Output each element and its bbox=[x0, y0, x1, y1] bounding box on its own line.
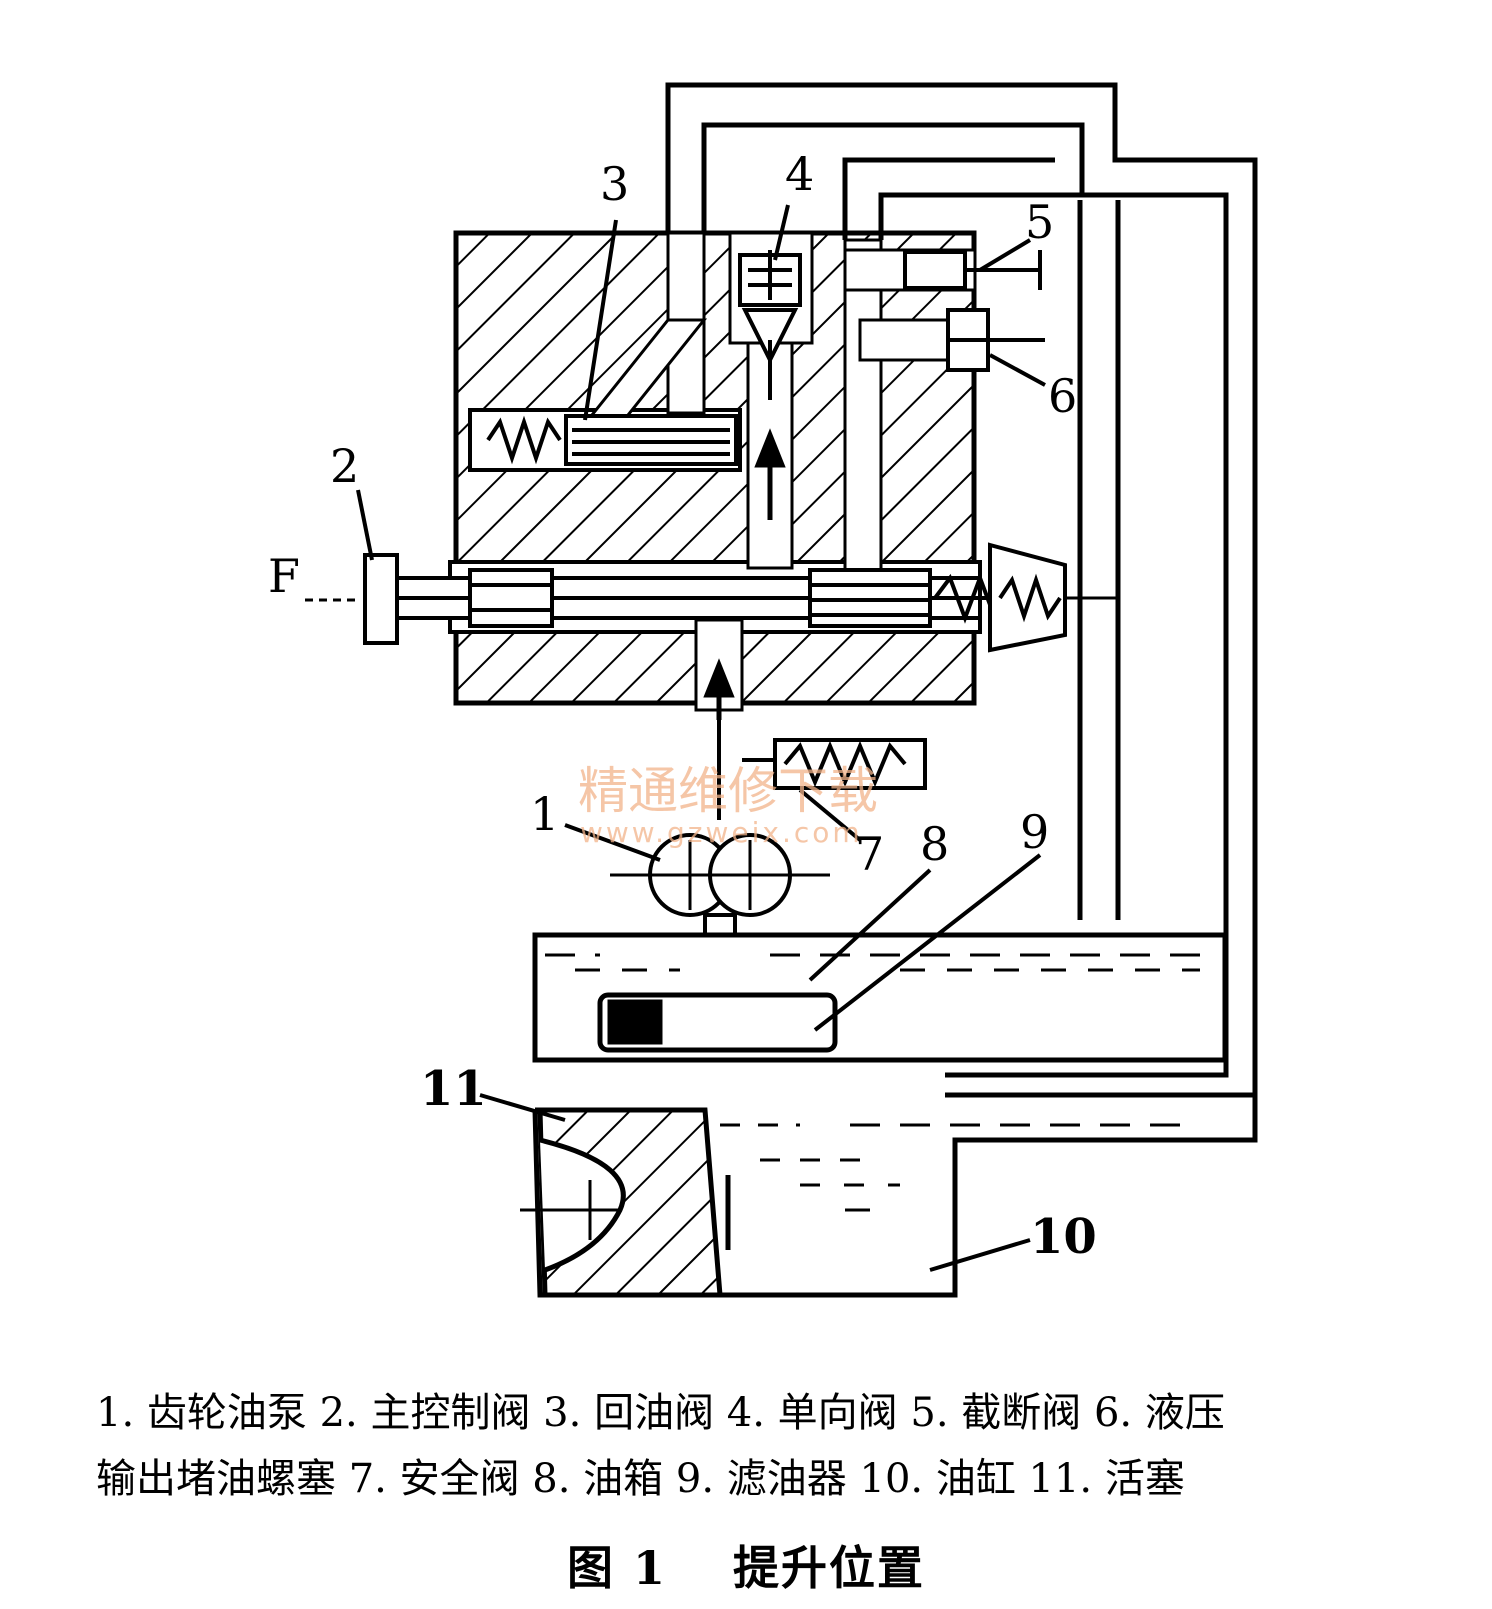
main-valve-handle bbox=[363, 553, 399, 645]
callout-3: 3 bbox=[600, 157, 629, 211]
figure-title: 图 1 提升位置 bbox=[566, 1541, 926, 1595]
figure-caption: 1. 齿轮油泵 2. 主控制阀 3. 回油阀 4. 单向阀 5. 截断阀 6. … bbox=[96, 1380, 1466, 1512]
callout-11: 11 bbox=[420, 1061, 487, 1117]
callout-9: 9 bbox=[1020, 805, 1049, 859]
watermark: 精通维修下载 www.gzweix.com bbox=[578, 762, 878, 849]
callout-8: 8 bbox=[920, 817, 949, 871]
hydraulic-diagram: 1 2 3 4 5 6 7 8 9 10 11 F 精通维修下载 www.gzw… bbox=[268, 82, 1258, 1298]
callout-10: 10 bbox=[1030, 1209, 1097, 1265]
check-valve bbox=[738, 250, 802, 400]
return-valve-spool bbox=[486, 414, 738, 466]
watermark-url: www.gzweix.com bbox=[580, 816, 863, 849]
leader-lines bbox=[356, 204, 1046, 1272]
callout-5: 5 bbox=[1025, 195, 1054, 249]
callout-4: 4 bbox=[785, 147, 814, 201]
force-label: F bbox=[268, 549, 300, 603]
safety-valve bbox=[742, 738, 927, 790]
callout-2: 2 bbox=[330, 439, 359, 493]
watermark-cn: 精通维修下载 bbox=[578, 762, 878, 820]
piston bbox=[520, 1107, 731, 1298]
callout-6: 6 bbox=[1048, 369, 1077, 423]
main-control-valve bbox=[363, 542, 1118, 653]
flow-arrow-up-valve bbox=[754, 428, 786, 520]
callout-7: 7 bbox=[855, 827, 884, 881]
callout-1: 1 bbox=[530, 787, 559, 841]
callout-labels: 1 2 3 4 5 6 7 8 9 10 11 F bbox=[268, 147, 1097, 1265]
caption-line-2: 输出堵油螺塞 7. 安全阀 8. 油箱 9. 滤油器 10. 油缸 11. 活塞 bbox=[96, 1456, 1185, 1502]
cutoff-valve bbox=[903, 250, 1042, 290]
oil-filter bbox=[597, 992, 838, 1053]
output-plug bbox=[946, 308, 1045, 372]
caption-line-1: 1. 齿轮油泵 2. 主控制阀 3. 回油阀 4. 单向阀 5. 截断阀 6. … bbox=[96, 1390, 1225, 1436]
valve-body bbox=[448, 230, 982, 712]
